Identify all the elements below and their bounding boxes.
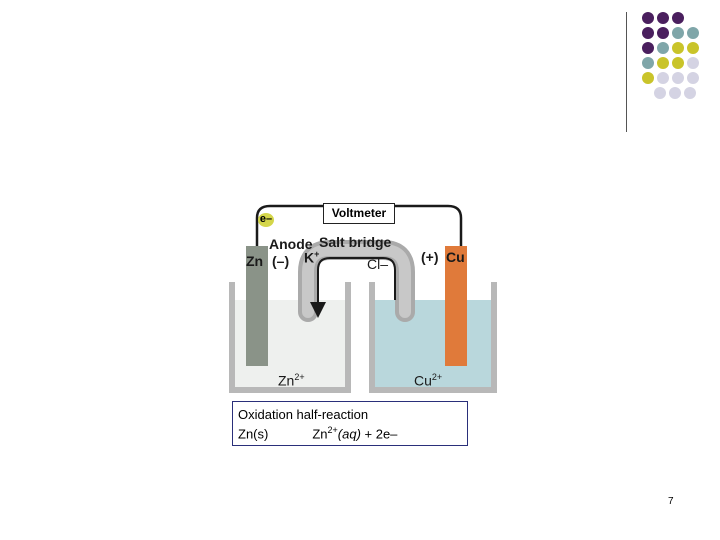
product-rest: + 2e– bbox=[360, 426, 398, 442]
copper-ion-charge: 2+ bbox=[431, 372, 443, 382]
decorative-dot bbox=[654, 87, 666, 99]
potassium-ion-label: K+ bbox=[304, 250, 319, 265]
decorative-dot bbox=[657, 72, 669, 84]
page-number: 7 bbox=[668, 496, 674, 507]
zn-electrode-label: Zn bbox=[246, 253, 264, 269]
oxidation-equation: Zn(s) Zn2+(aq) + 2e– bbox=[238, 425, 397, 441]
decorative-dot bbox=[642, 72, 654, 84]
zinc-electrode bbox=[246, 246, 268, 366]
salt-bridge-label: Salt bridge bbox=[319, 234, 392, 250]
decorative-dot bbox=[687, 72, 699, 84]
decorative-vertical-line bbox=[626, 12, 627, 132]
decorative-dot bbox=[687, 57, 699, 69]
decorative-dot bbox=[669, 87, 681, 99]
oxidation-title: Oxidation half-reaction bbox=[238, 407, 369, 422]
decorative-dot bbox=[672, 57, 684, 69]
decorative-dot bbox=[672, 72, 684, 84]
zinc-ion-label: Zn2+ bbox=[278, 373, 305, 388]
zinc-ion-charge: 2+ bbox=[294, 372, 305, 382]
decorative-dot bbox=[672, 42, 684, 54]
decorative-dot bbox=[657, 27, 669, 39]
product-ion: Zn bbox=[312, 426, 328, 442]
external-wire bbox=[255, 204, 323, 246]
anode-label: Anode bbox=[269, 236, 313, 252]
cu-solution bbox=[375, 300, 491, 387]
decorative-dot bbox=[657, 57, 669, 69]
oxidation-half-reaction-box: Oxidation half-reaction Zn(s) Zn2+(aq) + … bbox=[232, 401, 468, 446]
voltmeter: Voltmeter bbox=[323, 203, 395, 224]
decorative-dot bbox=[672, 27, 684, 39]
decorative-dot bbox=[657, 12, 669, 24]
decorative-dot bbox=[642, 42, 654, 54]
right-beaker bbox=[369, 282, 497, 393]
electron-icon: e– bbox=[258, 213, 274, 227]
decorative-dot bbox=[642, 12, 654, 24]
decorative-dot bbox=[672, 12, 684, 24]
anode-sign: (–) bbox=[272, 253, 290, 269]
potassium-ion-symbol: K bbox=[304, 249, 315, 266]
reactant: Zn(s) bbox=[238, 426, 269, 442]
decorative-dot bbox=[642, 57, 654, 69]
chloride-ion-label: Cl– bbox=[367, 256, 389, 272]
decorative-dot bbox=[687, 42, 699, 54]
decorative-dot bbox=[642, 27, 654, 39]
zinc-ion-symbol: Zn bbox=[278, 372, 295, 389]
product-state: (aq) bbox=[337, 426, 361, 442]
copper-ion-label: Cu2+ bbox=[414, 373, 442, 388]
cu-electrode-label: Cu bbox=[446, 249, 465, 265]
cathode-sign: (+) bbox=[421, 249, 439, 265]
potassium-ion-charge: + bbox=[314, 249, 320, 259]
decorative-dot bbox=[687, 27, 699, 39]
decorative-dot bbox=[684, 87, 696, 99]
copper-electrode bbox=[445, 246, 467, 366]
k-ion-arrow bbox=[310, 257, 396, 318]
copper-ion-symbol: Cu bbox=[414, 372, 432, 389]
product-charge: 2+ bbox=[327, 425, 338, 435]
decorative-dot bbox=[657, 42, 669, 54]
